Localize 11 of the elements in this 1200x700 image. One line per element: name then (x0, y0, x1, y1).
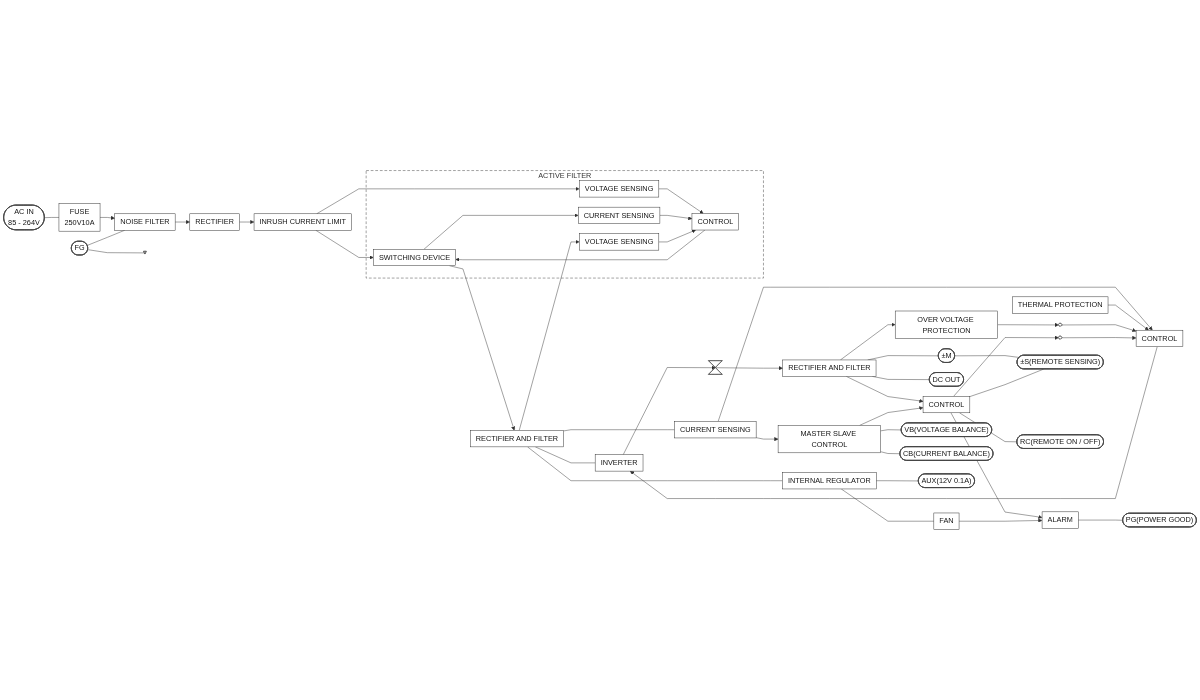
connector (87, 230, 125, 246)
connector (841, 488, 935, 522)
connector (87, 249, 145, 254)
connector (969, 368, 1044, 397)
connector (1078, 519, 1124, 521)
connector (44, 217, 60, 218)
connector (954, 355, 1020, 358)
connector (876, 480, 919, 482)
connector (880, 451, 901, 454)
connector (880, 429, 902, 432)
connector (527, 446, 783, 481)
